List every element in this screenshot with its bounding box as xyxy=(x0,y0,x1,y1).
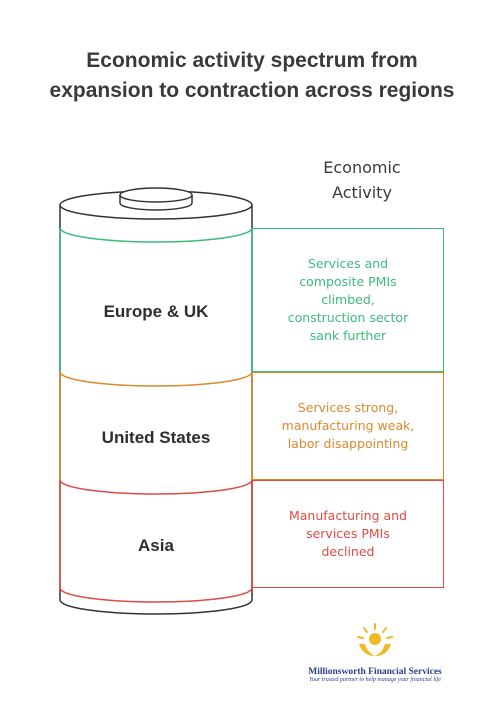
logo-name: Millionsworth Financial Services xyxy=(308,667,442,677)
description-line: Services and xyxy=(307,256,389,271)
description-line: services PMIs xyxy=(306,526,390,541)
description-line: Manufacturing and xyxy=(288,508,407,523)
segment-label-us: United States xyxy=(101,428,211,447)
title-line-2: expansion to contraction across regions xyxy=(49,79,455,102)
description-box-us: Services strong, manufacturing weak, lab… xyxy=(252,372,444,480)
sun-hands-icon xyxy=(357,623,393,656)
segment-band-asia xyxy=(59,479,253,495)
description-line: climbed, xyxy=(321,292,375,307)
segment-label-asia: Asia xyxy=(138,536,174,555)
description-line: Services strong, xyxy=(297,400,399,415)
description-line: sank further xyxy=(309,328,387,343)
column-header: Economic Activity xyxy=(300,155,424,205)
battery-body xyxy=(59,205,253,615)
title-line-1: Economic activity spectrum from xyxy=(86,49,418,72)
description-line: manufacturing weak, xyxy=(281,418,415,433)
description-line: construction sector xyxy=(287,310,409,325)
logo-tagline: Your trusted partner to help manage your… xyxy=(309,677,441,683)
description-box-asia: Manufacturing and services PMIs declined xyxy=(252,480,444,588)
segment-band-europe xyxy=(59,227,253,243)
segment-band-us xyxy=(59,371,253,387)
description-line: declined xyxy=(321,544,375,559)
description-line: composite PMIs xyxy=(299,274,397,289)
company-logo: Millionsworth Financial Services Your tr… xyxy=(300,622,450,683)
column-header-line-1: Economic xyxy=(323,158,401,177)
column-header-line-2: Activity xyxy=(332,183,392,202)
diagram-title: Economic activity spectrum from expansio… xyxy=(0,46,504,106)
segment-bottom-asia xyxy=(59,587,253,603)
segment-label-europe: Europe & UK xyxy=(103,302,209,321)
description-box-europe: Services and composite PMIs climbed, con… xyxy=(252,228,444,372)
battery-terminal-top xyxy=(119,187,193,203)
description-line: labor disappointing xyxy=(287,436,409,451)
